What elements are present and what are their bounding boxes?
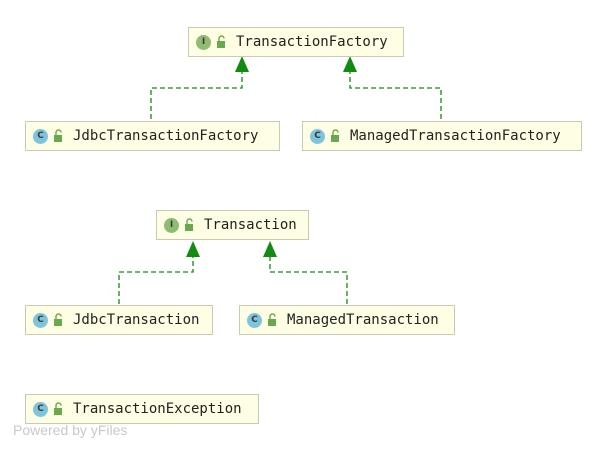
class-icon: C xyxy=(310,128,325,144)
node-label: TransactionException xyxy=(73,401,242,417)
arrowhead-icon xyxy=(186,241,200,257)
edge-jdbc-transaction-factory-to-transaction-factory xyxy=(150,68,243,119)
arrowhead-icon xyxy=(263,241,277,257)
unlocked-icon xyxy=(268,313,276,326)
class-icon: C xyxy=(33,401,48,417)
node-managed-transaction-factory[interactable]: C ManagedTransactionFactory xyxy=(302,121,582,151)
unlocked-icon xyxy=(331,129,339,142)
node-label: JdbcTransaction xyxy=(73,312,200,328)
node-transaction[interactable]: I Transaction xyxy=(156,210,309,240)
node-label: ManagedTransactionFactory xyxy=(350,128,561,144)
arrowhead-icon xyxy=(343,56,357,72)
node-label: Transaction xyxy=(204,217,297,233)
node-label: JdbcTransactionFactory xyxy=(73,128,259,144)
unlocked-icon xyxy=(185,218,193,231)
node-jdbc-transaction[interactable]: C JdbcTransaction xyxy=(25,305,213,335)
node-managed-transaction[interactable]: C ManagedTransaction xyxy=(239,305,455,335)
unlocked-icon xyxy=(54,129,62,142)
unlocked-icon xyxy=(54,313,62,326)
unlocked-icon xyxy=(54,402,62,415)
interface-icon: I xyxy=(164,217,179,233)
class-icon: C xyxy=(33,312,48,328)
node-label: TransactionFactory xyxy=(236,34,388,50)
edge-managed-transaction-to-transaction xyxy=(269,253,348,304)
arrowhead-icon xyxy=(235,56,249,72)
interface-icon: I xyxy=(196,34,211,50)
class-icon: C xyxy=(247,312,262,328)
unlocked-icon xyxy=(217,35,225,48)
node-transaction-factory[interactable]: I TransactionFactory xyxy=(188,27,404,57)
edge-jdbc-transaction-to-transaction xyxy=(118,253,194,304)
edge-managed-transaction-factory-to-transaction-factory xyxy=(349,68,442,119)
node-label: ManagedTransaction xyxy=(287,312,439,328)
node-transaction-exception[interactable]: C TransactionException xyxy=(25,394,259,424)
yfiles-watermark: Powered by yFiles xyxy=(13,422,128,438)
node-jdbc-transaction-factory[interactable]: C JdbcTransactionFactory xyxy=(25,121,280,151)
class-icon: C xyxy=(33,128,48,144)
